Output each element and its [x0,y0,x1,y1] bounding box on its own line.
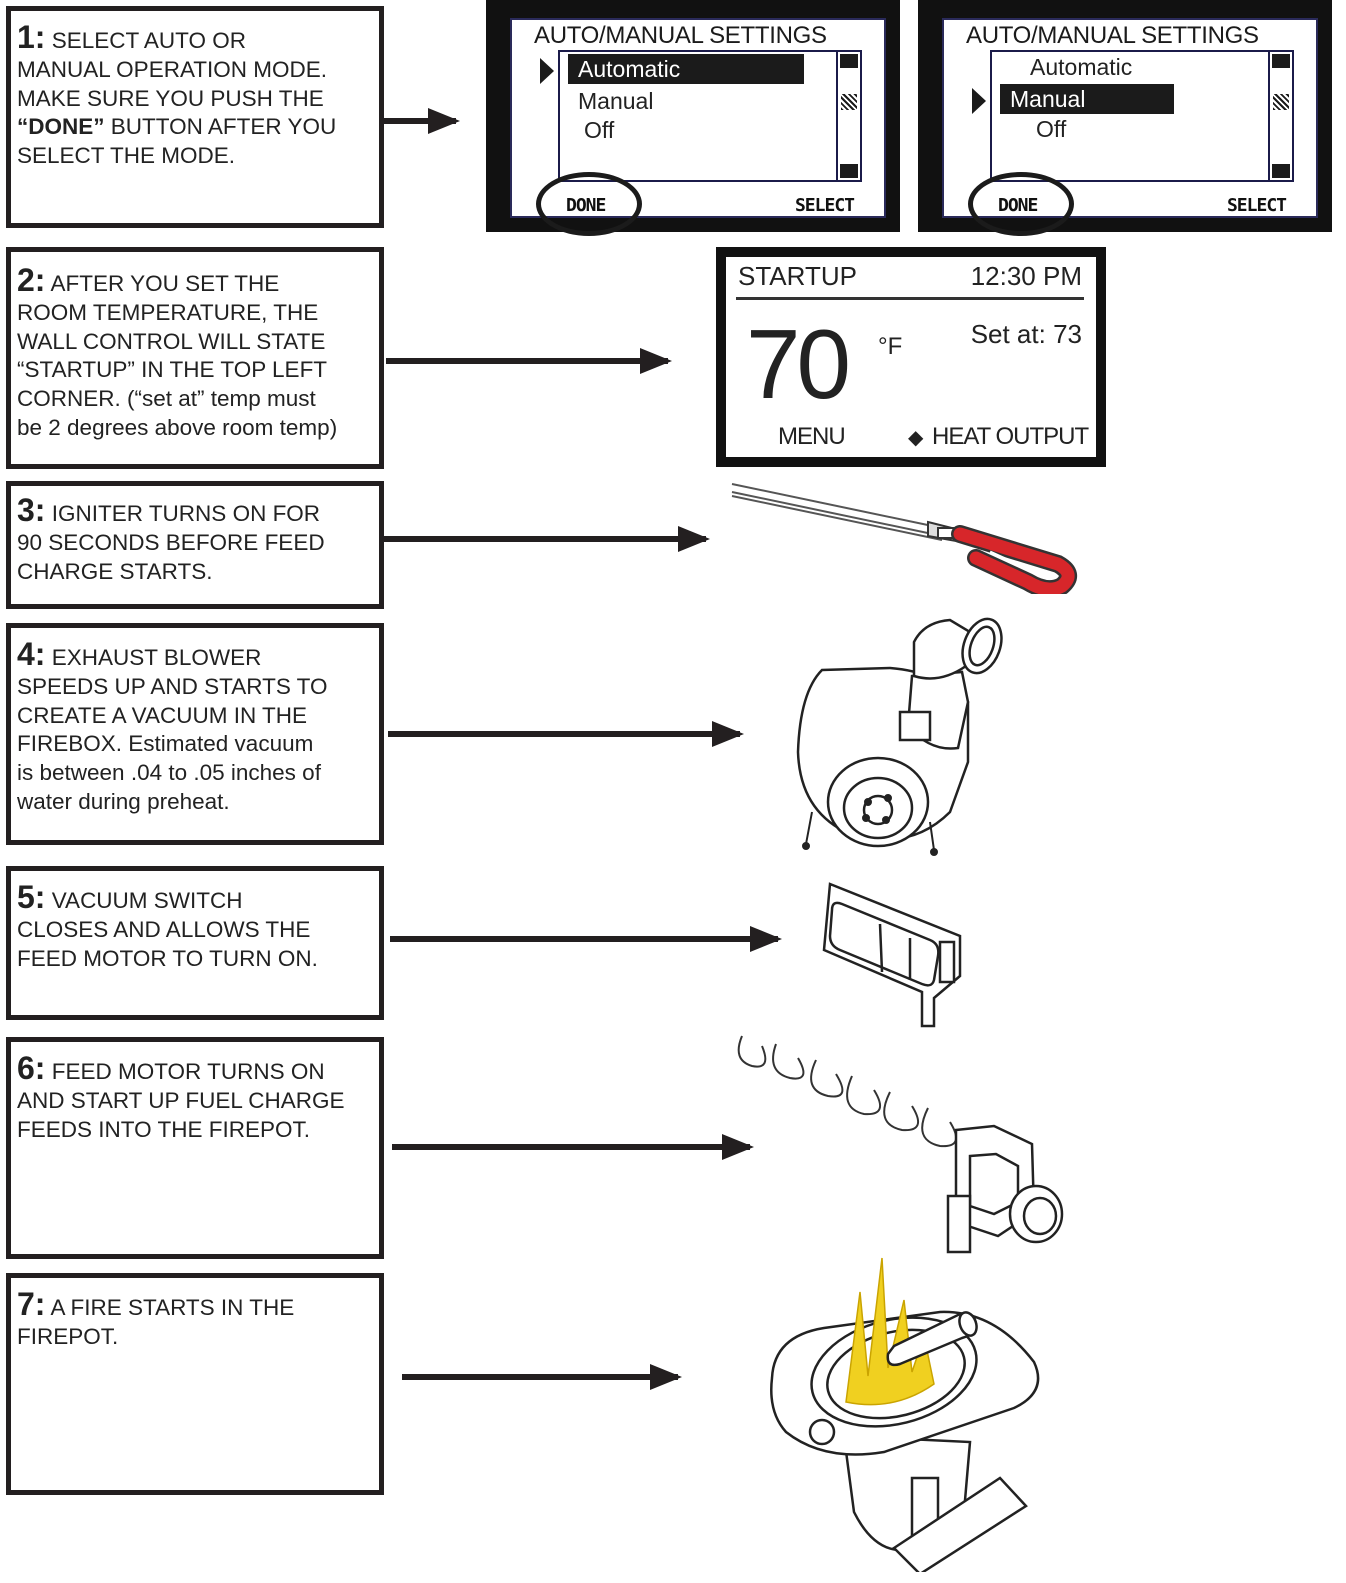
option-automatic[interactable]: Automatic [1020,52,1142,82]
step-number: 3: [17,492,45,528]
startup-display: STARTUP 12:30 PM 70 °F Set at: 73 MENU ◆… [716,247,1106,467]
selection-pointer-icon [972,88,986,114]
arrow-step-1 [384,118,456,124]
screen-title: AUTO/MANUAL SETTINGS [534,22,827,50]
header-divider [736,297,1084,300]
step-number: 1: [17,19,45,55]
scrollbar[interactable] [836,52,860,180]
step-number: 6: [17,1050,45,1086]
scroll-up-icon[interactable] [840,54,858,68]
scroll-down-icon[interactable] [840,164,858,178]
step-text: FEED MOTOR TO TURN ON. [17,946,318,971]
step-text: EXHAUST BLOWER [52,645,262,670]
option-list: Automatic Manual Off [558,50,862,182]
mode-label: STARTUP [738,261,857,292]
option-manual[interactable]: Manual [568,86,663,116]
step-5-box: 5: VACUUM SWITCH CLOSES AND ALLOWS THE F… [6,866,384,1020]
firepot-illustration [764,1252,1054,1572]
step-text: CLOSES AND ALLOWS THE [17,917,310,942]
menu-softkey[interactable]: MENU [778,423,845,451]
step-number: 5: [17,879,45,915]
heat-output-softkey[interactable]: HEAT OUTPUT [932,423,1088,451]
step-text: 90 SECONDS BEFORE FEED [17,530,325,555]
option-list: Automatic Manual Off [990,50,1294,182]
select-softkey[interactable]: SELECT [795,195,854,216]
option-off[interactable]: Off [1026,114,1076,144]
option-off[interactable]: Off [574,115,624,145]
vacuum-switch-illustration [810,880,970,1030]
step-text: ROOM TEMPERATURE, THE [17,300,318,325]
arrow-step-2 [386,358,668,364]
step-4-box: 4: EXHAUST BLOWER SPEEDS UP AND STARTS T… [6,623,384,845]
step-3-box: 3: IGNITER TURNS ON FOR 90 SECONDS BEFOR… [6,481,384,609]
step-text: water during preheat. [17,789,230,814]
step-number: 7: [17,1286,45,1322]
temperature-unit: °F [878,333,902,361]
arrow-step-3 [380,536,706,542]
step-text: “STARTUP” IN THE TOP LEFT [17,357,327,382]
option-automatic[interactable]: Automatic [568,54,804,84]
option-manual[interactable]: Manual [1000,84,1174,114]
step-6-box: 6: FEED MOTOR TURNS ON AND START UP FUEL… [6,1037,384,1259]
done-highlight-circle [968,172,1074,236]
arrow-step-5 [390,936,778,942]
step-text: MANUAL OPERATION MODE. [17,57,327,82]
step-text: AFTER YOU SET THE [50,271,279,296]
step-number: 4: [17,636,45,672]
scroll-down-icon[interactable] [1272,164,1290,178]
step-text: BUTTON AFTER YOU [105,114,337,139]
room-temperature: 70 [746,315,847,413]
done-emphasis: “DONE” [17,114,105,139]
step-text: FIREPOT. [17,1324,118,1349]
step-text: SELECT AUTO OR [52,28,246,53]
step-text: CHARGE STARTS. [17,559,212,584]
diamond-icon: ◆ [908,425,923,450]
scroll-up-icon[interactable] [1272,54,1290,68]
selection-pointer-icon [540,58,554,84]
screen-title: AUTO/MANUAL SETTINGS [966,22,1259,50]
step-2-box: 2: AFTER YOU SET THE ROOM TEMPERATURE, T… [6,247,384,469]
step-text: FEEDS INTO THE FIREPOT. [17,1117,310,1142]
step-text: A FIRE STARTS IN THE [50,1295,294,1320]
igniter-illustration [728,478,1078,594]
set-at-label: Set at: 73 [971,319,1082,350]
step-1-box: 1: SELECT AUTO OR MANUAL OPERATION MODE.… [6,6,384,228]
scrollbar[interactable] [1268,52,1292,180]
step-text: CREATE A VACUUM IN THE [17,703,307,728]
arrow-step-6 [392,1144,750,1150]
step-text: CORNER. (“set at” temp must [17,386,316,411]
step-7-box: 7: A FIRE STARTS IN THE FIREPOT. [6,1273,384,1495]
step-text: SPEEDS UP AND STARTS TO [17,674,328,699]
step-text: SELECT THE MODE. [17,143,235,168]
step-text: is between .04 to .05 inches of [17,760,321,785]
step-text: WALL CONTROL WILL STATE [17,329,325,354]
arrow-step-7 [402,1374,678,1380]
step-number: 2: [17,262,45,298]
auto-manual-screen-automatic: AUTO/MANUAL SETTINGS Automatic Manual Of… [486,0,900,232]
scroll-thumb[interactable] [1273,94,1289,110]
exhaust-blower-illustration [790,612,1020,862]
feed-motor-auger-illustration [732,1026,1072,1258]
step-text: VACUUM SWITCH [52,888,243,913]
step-text: AND START UP FUEL CHARGE [17,1088,345,1113]
auto-manual-screen-manual: AUTO/MANUAL SETTINGS Automatic Manual Of… [918,0,1332,232]
scroll-thumb[interactable] [841,94,857,110]
step-text: MAKE SURE YOU PUSH THE [17,86,324,111]
step-text: FIREBOX. Estimated vacuum [17,731,313,756]
step-text: IGNITER TURNS ON FOR [52,501,320,526]
step-text: FEED MOTOR TURNS ON [52,1059,325,1084]
step-text: be 2 degrees above room temp) [17,415,337,440]
done-highlight-circle [536,172,642,236]
select-softkey[interactable]: SELECT [1227,195,1286,216]
clock-label: 12:30 PM [971,261,1082,292]
arrow-step-4 [388,731,740,737]
